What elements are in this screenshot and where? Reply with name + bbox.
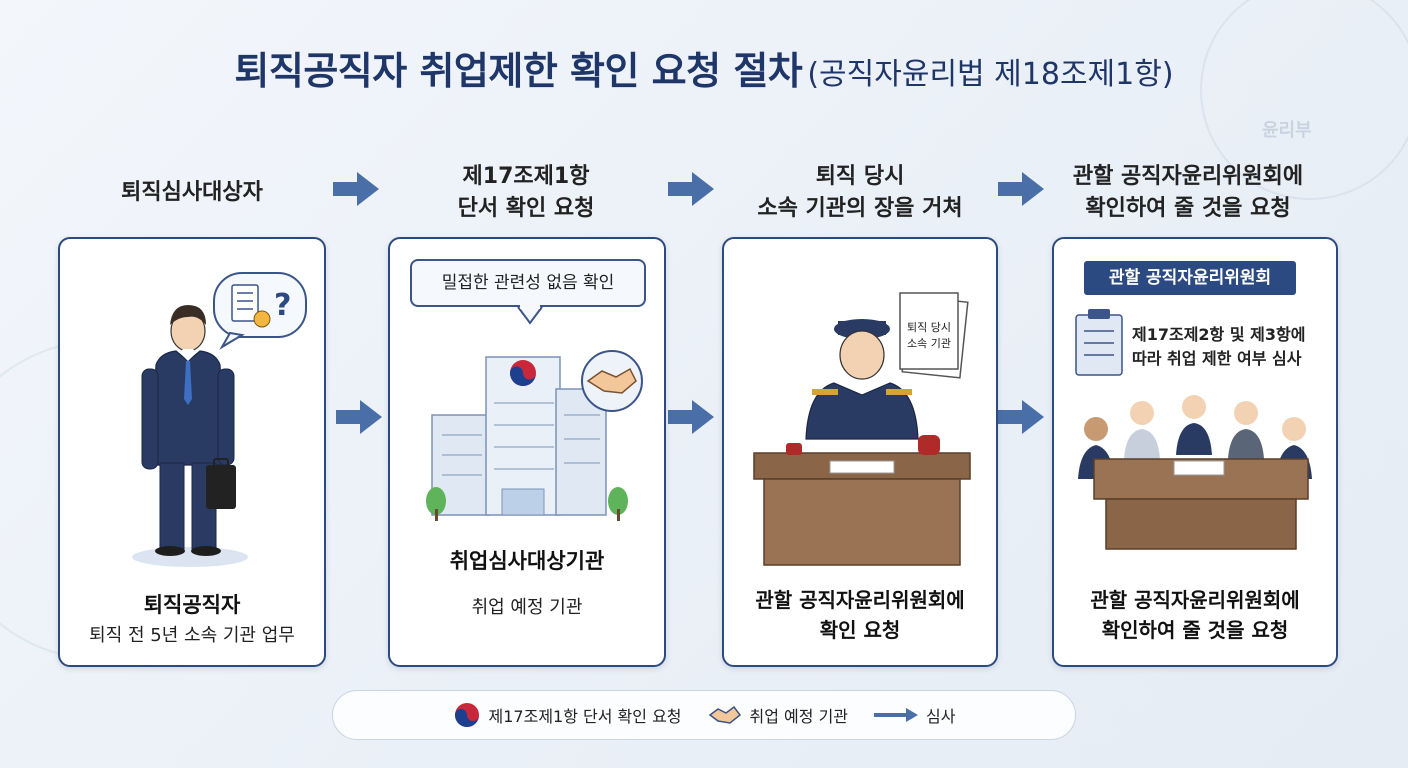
step-heading-line: 관할 공직자윤리위원회에: [1072, 164, 1304, 189]
legend-item: 제17조제1항 단서 확인 요청: [453, 701, 682, 729]
official-illustration: ?: [132, 272, 307, 567]
legend-label: 제17조제1항 단서 확인 요청: [488, 707, 682, 726]
step-heading-line: 확인하여 줄 것을 요청: [1085, 196, 1291, 221]
legend-label: 심사: [926, 707, 956, 726]
review-line: 따라 취업 제한 여부 심사: [1132, 349, 1302, 368]
card-agency-head: 퇴직 당시 소속 기관 관할 공직자윤리위원회에 확인 요청: [722, 237, 998, 667]
flow-arrow-icon: [336, 400, 382, 434]
step-heading-line: 단서 확인 요청: [457, 196, 595, 221]
speech-bubble: 밀접한 관련성 없음 확인: [410, 259, 646, 307]
card-description-line: 확인하여 줄 것을 요청: [1101, 618, 1289, 642]
document-line: 퇴직 당시: [907, 321, 951, 334]
card-retired-official: ? 퇴직공직자 퇴직 전 5년 소속 기관 업무: [58, 237, 326, 667]
institution-illustration: [426, 303, 643, 521]
arrow-icon: [874, 708, 919, 722]
svg-text:?: ?: [274, 288, 291, 323]
flow-arrow-icon: [668, 400, 714, 434]
document-line: 소속 기관: [907, 337, 951, 350]
document-icon: 퇴직 당시 소속 기관: [899, 292, 969, 379]
committee-illustration: [1075, 309, 1312, 550]
agency-head-illustration: 퇴직 당시 소속 기관: [753, 292, 971, 566]
card-description-line: 관할 공직자윤리위원회에: [1090, 588, 1300, 612]
card-employment-institution: 밀접한 관련성 없음 확인: [388, 237, 666, 667]
official-figure-icon: [141, 305, 235, 556]
flow-arrow-icon: [998, 172, 1044, 206]
checklist-question-icon: ?: [213, 272, 307, 350]
card-description-line: 관할 공직자윤리위원회에: [755, 588, 965, 612]
desk-icon: [753, 452, 971, 566]
tree-icon: [426, 487, 628, 521]
card-subtitle: 취업 예정 기관: [471, 597, 583, 618]
step-heading-line: 제17조제1항: [462, 164, 590, 189]
page-title: 퇴직공직자 취업제한 확인 요청 절차 (공직자윤리법 제18조제1항): [0, 40, 1408, 95]
legend: 제17조제1항 단서 확인 요청 취업 예정 기관 심사: [332, 690, 1076, 740]
flow-arrow-icon: [333, 172, 379, 206]
stamp-icon: [786, 435, 940, 455]
flow-arrow-icon: [668, 172, 714, 206]
taegeuk-icon: [510, 360, 536, 386]
card-description-line: 확인 요청: [819, 618, 901, 642]
official-in-uniform-icon: [805, 319, 919, 440]
step-heading-line: 소속 기관의 장을 거쳐: [757, 196, 963, 221]
background-seal-text: 윤리부: [1262, 120, 1312, 141]
step-heading-2: 제17조제1항 단서 확인 요청: [396, 158, 656, 228]
briefcase-icon: [206, 458, 236, 509]
card-description: 관할 공직자윤리위원회에 확인 요청: [724, 585, 996, 645]
step-heading-line: 퇴직심사대상자: [121, 180, 263, 205]
step-heading-3: 퇴직 당시 소속 기관의 장을 거쳐: [730, 158, 990, 228]
committee-banner: 관할 공직자윤리위원회: [1084, 261, 1296, 295]
taegeuk-icon: [454, 703, 479, 727]
meeting-table-icon: [1093, 458, 1309, 550]
step-heading-line: 퇴직 당시: [815, 164, 905, 189]
handshake-icon: [708, 705, 741, 724]
background-seal: [1200, 0, 1408, 200]
card-title: 퇴직공직자: [143, 593, 241, 617]
step-heading-4: 관할 공직자윤리위원회에 확인하여 줄 것을 요청: [1058, 158, 1318, 228]
review-description: 제17조제2항 및 제3항에 따라 취업 제한 여부 심사: [1132, 323, 1322, 371]
card-description: 관할 공직자윤리위원회에 확인하여 줄 것을 요청: [1054, 585, 1336, 645]
card-ethics-committee: 관할 공직자윤리위원회 제17조제2항 및 제3항에: [1052, 237, 1338, 667]
legend-label: 취업 예정 기관: [749, 707, 849, 726]
title-main: 퇴직공직자 취업제한 확인 요청 절차: [234, 49, 803, 93]
step-heading-1: 퇴직심사대상자: [62, 158, 322, 228]
clipboard-icon: [1075, 309, 1123, 376]
legend-item: 심사: [874, 703, 955, 727]
handshake-icon: [581, 350, 643, 412]
review-line: 제17조제2항 및 제3항에: [1132, 325, 1306, 344]
legend-item: 취업 예정 기관: [708, 703, 849, 727]
card-subtitle: 퇴직 전 5년 소속 기관 업무: [89, 625, 295, 646]
card-title: 취업심사대상기관: [449, 549, 605, 573]
title-subtitle: (공직자윤리법 제18조제1항): [807, 57, 1174, 92]
flow-arrow-icon: [998, 400, 1044, 434]
